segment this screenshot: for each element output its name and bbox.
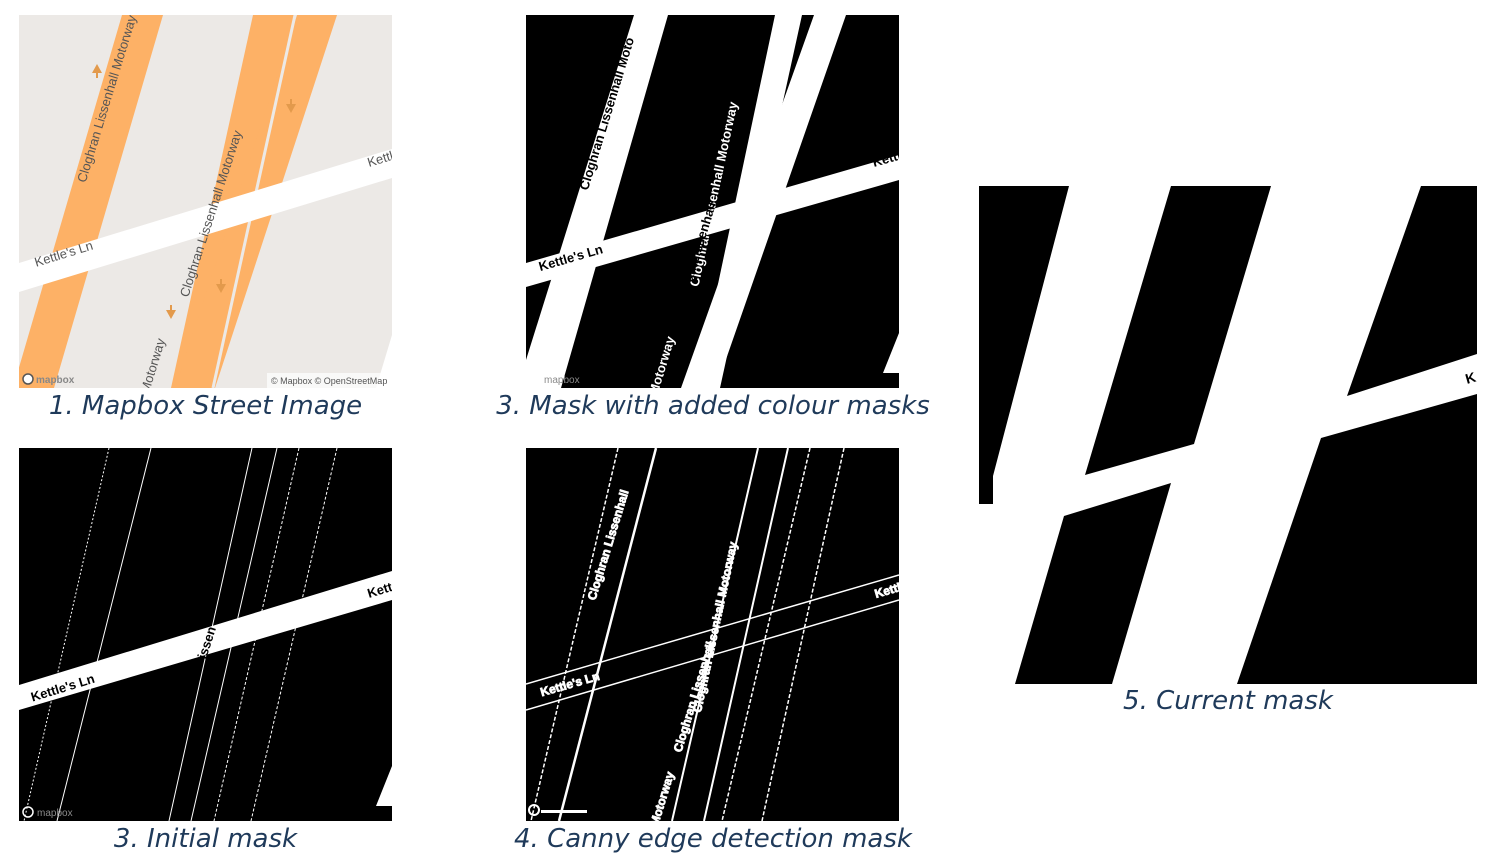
initial-edge-line [56,448,152,821]
initial-mapbox-logo-icon [22,806,34,818]
initial-kettles-ln [19,571,392,710]
canny-edge-line [557,448,658,821]
mapbox-logo-text: mapbox [36,375,75,386]
caption-colour-mask: 3. Mask with added colour masks [496,391,930,421]
mask-kettles-ln [526,155,899,287]
canny-logo-icon [528,804,540,816]
canny-kettles-ln-label-edge: Kettl [873,580,899,601]
current-mask-svg: K [979,186,1477,684]
current-mask-block-top-middle [1085,186,1271,475]
current-mask-label-edge: K [1463,369,1477,387]
mapbox-street-image-svg: Cloghran Lissenhall Motorway Cloghran Li… [19,15,392,388]
colour-mask-svg: Cloghran Lissenhall Moto Cloghran Lissen… [526,15,899,388]
initial-mask-image: Kettle's Ln issen Kett mapbox [19,448,392,821]
initial-corner-fragment [376,766,392,806]
initial-edge-line [250,448,338,821]
canny-background [526,448,899,821]
attribution-bg [267,373,392,388]
attribution-text[interactable]: © Mapbox © OpenStreetMap [271,376,387,386]
current-mask-image: K [979,186,1477,684]
initial-mapbox-logo-text: mapbox [37,808,73,819]
caption-initial-mask: 3. Initial mask [113,824,298,854]
canny-edge-line [703,448,789,821]
initial-mask-svg: Kettle's Ln issen Kett mapbox [19,448,392,821]
initial-kettles-ln-label-edge: Kett [365,579,392,601]
canny-logo-edge [541,810,587,813]
motorway-band-left [19,15,163,388]
mask-mapbox-logo-text: mapbox [544,375,580,386]
caption-mapbox-street-image: 1. Mapbox Street Image [48,391,363,421]
mask-motorway-left [526,15,668,388]
current-mask-block-top-right [1347,186,1477,396]
direction-arrow-down-icon [216,279,226,293]
canny-edge-line [721,448,811,821]
canny-edge-mask-svg: Cloghran Lissenhall Cloghran Lissenhall … [526,448,899,821]
caption-current-mask: 5. Current mask [1123,686,1333,716]
canny-edge-line [761,448,845,821]
canny-edge-mask-image: Cloghran Lissenhall Cloghran Lissenhall … [526,448,899,821]
colour-mask-image: Cloghran Lissenhall Moto Cloghran Lissen… [526,15,899,388]
direction-arrow-up-icon [92,64,102,78]
direction-arrow-down-icon [286,99,296,113]
current-mask-block-bottom-left [1015,483,1171,684]
direction-arrow-down-icon [166,305,176,319]
mask-kettles-ln-label-edge: Kettl [871,148,899,170]
mask-corner-fragment [883,333,899,373]
mask-mapbox-logo-icon [529,373,541,385]
canny-road-edge-bottom [526,599,899,711]
mapbox-logo-icon [22,373,34,385]
current-mask-block-top-left [979,186,1069,504]
canny-road-edge-top [526,574,899,685]
kettles-ln-road [19,149,392,292]
mapbox-street-image: Cloghran Lissenhall Motorway Cloghran Li… [19,15,392,388]
canny-edge-line [671,448,759,821]
canny-edge-line [530,448,619,821]
current-mask-block-bottom-right [1237,394,1477,684]
caption-canny-edge-mask: 4. Canny edge detection mask [514,824,912,854]
